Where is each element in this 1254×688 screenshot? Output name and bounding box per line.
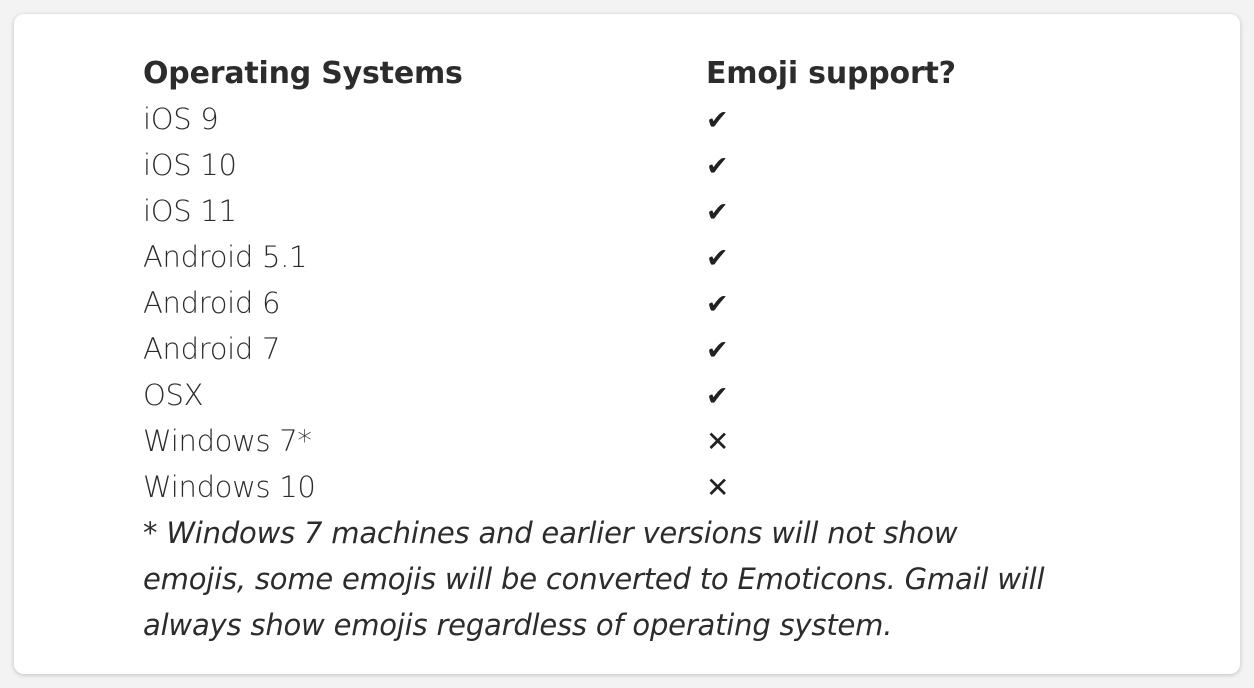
os-name: Windows 10	[143, 470, 316, 504]
table-row: OSX ✔	[143, 372, 1143, 418]
table-row: Windows 10 ✕	[143, 464, 1143, 510]
table-header-row: Operating Systems Emoji support?	[143, 50, 1143, 96]
os-name: OSX	[143, 378, 204, 412]
check-icon: ✔	[706, 196, 729, 228]
check-icon: ✔	[706, 334, 729, 366]
table-row: Android 5.1 ✔	[143, 234, 1143, 280]
table-row: Android 6 ✔	[143, 280, 1143, 326]
table-row: iOS 11 ✔	[143, 188, 1143, 234]
check-icon: ✔	[706, 150, 729, 182]
table-row: Android 7 ✔	[143, 326, 1143, 372]
content-card: Operating Systems Emoji support? iOS 9 ✔…	[14, 14, 1240, 674]
cross-icon: ✕	[706, 470, 730, 504]
table-row: Windows 7* ✕	[143, 418, 1143, 464]
os-name: Android 5.1	[143, 240, 308, 274]
os-name: iOS 11	[143, 194, 237, 228]
check-icon: ✔	[706, 380, 729, 412]
os-name: Android 7	[143, 332, 281, 366]
check-icon: ✔	[706, 288, 729, 320]
header-emoji-support: Emoji support?	[706, 55, 956, 91]
table-row: iOS 9 ✔	[143, 96, 1143, 142]
footnote-line: * Windows 7 machines and earlier version…	[143, 516, 958, 550]
footnote-line: always show emojis regardless of operati…	[143, 608, 893, 642]
footnote: * Windows 7 machines and earlier version…	[143, 510, 1143, 648]
os-name: Android 6	[143, 286, 281, 320]
footnote-line: emojis, some emojis will be converted to…	[143, 562, 1045, 596]
header-operating-systems: Operating Systems	[143, 55, 463, 91]
table-row: iOS 10 ✔	[143, 142, 1143, 188]
check-icon: ✔	[706, 104, 729, 136]
os-name: Windows 7*	[143, 424, 312, 458]
cross-icon: ✕	[706, 424, 730, 458]
emoji-support-table: Operating Systems Emoji support? iOS 9 ✔…	[143, 50, 1143, 648]
os-name: iOS 10	[143, 148, 237, 182]
os-name: iOS 9	[143, 102, 219, 136]
check-icon: ✔	[706, 242, 729, 274]
